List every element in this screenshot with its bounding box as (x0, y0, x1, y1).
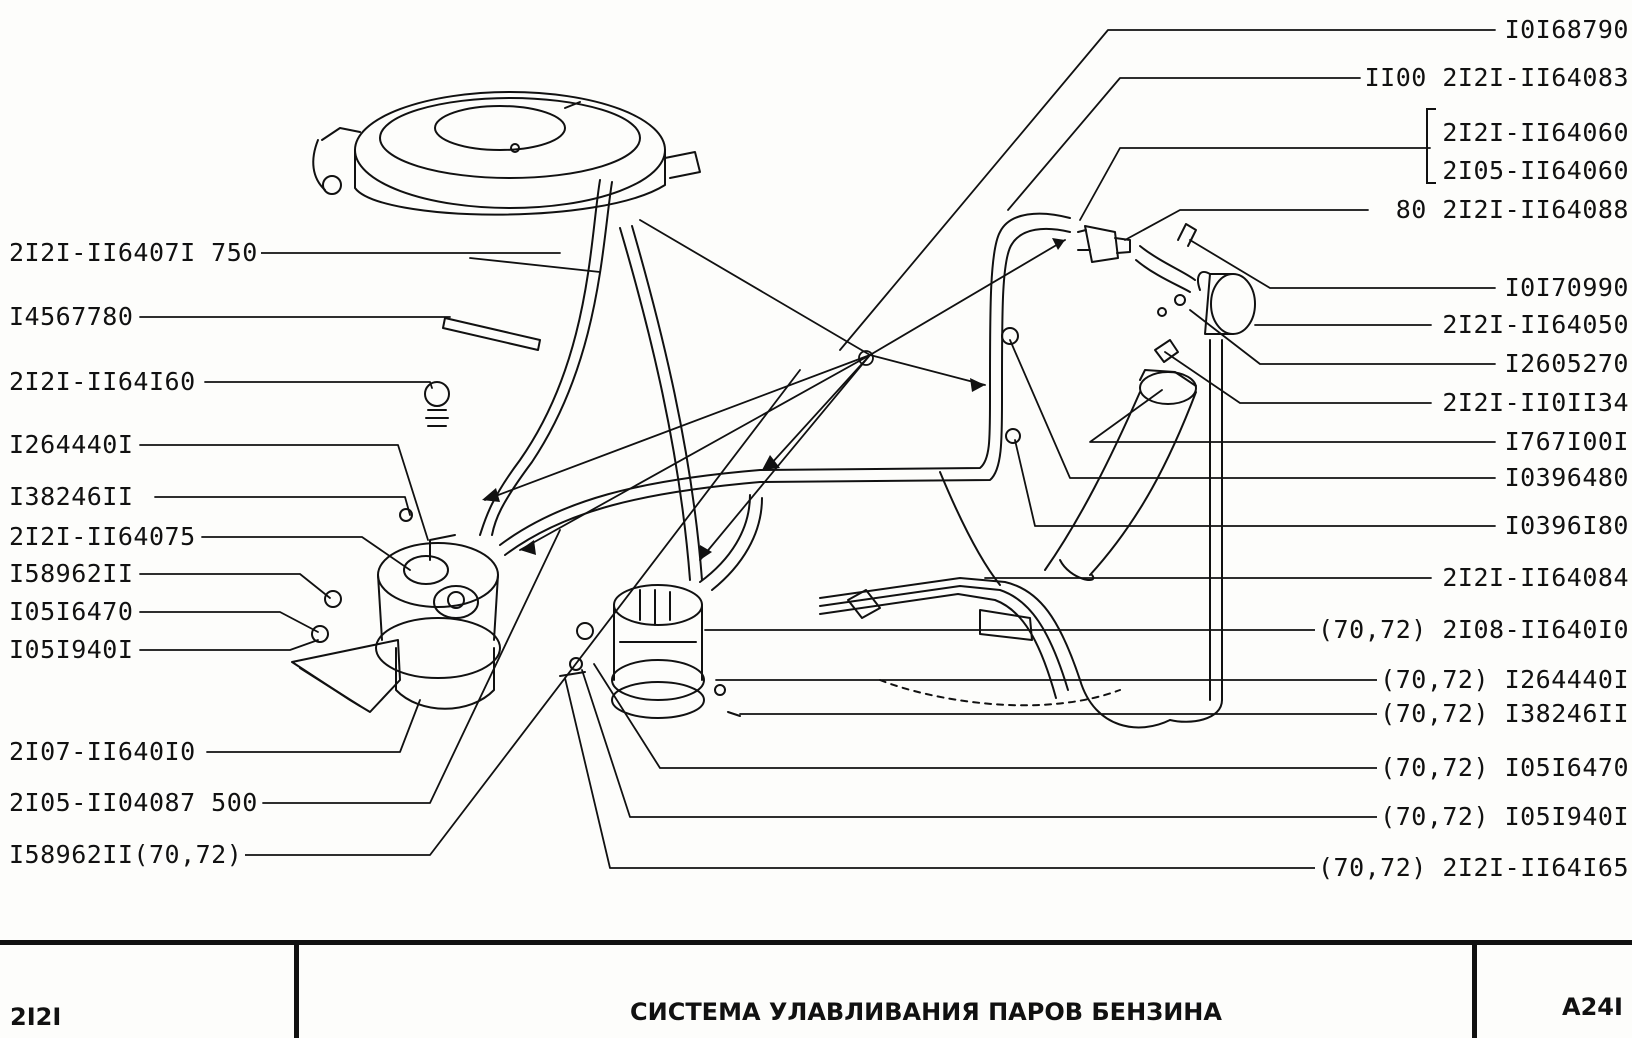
callout-10396480: I0396480 (1501, 463, 1632, 493)
callout-70-72-2108-1164010: (70,72) 2I08-II640I0 (1314, 615, 1632, 645)
separator-valve (1077, 223, 1256, 335)
small-parts (311, 294, 1186, 717)
gravity-valve-canister (611, 584, 705, 719)
callout-2121-1101134: 2I2I-II0II34 (1439, 388, 1632, 418)
callout-2121-1164071-750: 2I2I-II6407I 750 (6, 238, 261, 268)
title-block-divider-right (1472, 945, 1477, 1038)
callout-2121-1164160: 2I2I-II64I60 (6, 367, 199, 397)
arrowheads (482, 238, 1065, 560)
sheet-title: СИСТЕМА УЛАВЛИВАНИЯ ПАРОВ БЕНЗИНА (630, 998, 1222, 1026)
vapor-hoses (479, 179, 1196, 591)
callout-2121-1164060: 2I2I-II64060 (1439, 118, 1632, 148)
callout-80-2121-1164088: 80 2I2I-II64088 (1392, 195, 1632, 225)
callout-2121-1164084: 2I2I-II64084 (1439, 563, 1632, 593)
callout-70-72-13824611: (70,72) I38246II (1377, 699, 1632, 729)
sheet-number: A24I (1562, 993, 1623, 1021)
callout-15896211-70-72: I58962II(70,72) (6, 840, 246, 870)
callout-14567780: I4567780 (6, 302, 137, 332)
callout-2105-1104087-500: 2I05-II04087 500 (6, 788, 261, 818)
callout-70-72-12644401: (70,72) I264440I (1377, 665, 1632, 695)
alternative-bracket (1426, 108, 1436, 184)
leader-lines (139, 29, 1496, 869)
callout-2105-1164060: 2I05-II64060 (1439, 156, 1632, 186)
title-block-divider-left (294, 945, 299, 1038)
callout-10519401: I05I940I (6, 635, 137, 665)
callout-1100-2121-1164083: II00 2I2I-II64083 (1361, 63, 1632, 93)
model-number: 2I2I (10, 1003, 62, 1031)
title-block: 2I2I СИСТЕМА УЛАВЛИВАНИЯ ПАРОВ БЕНЗИНА A… (0, 940, 1632, 1038)
callout-12605270: I2605270 (1501, 349, 1632, 379)
callout-2107-1164010: 2I07-II640I0 (6, 737, 199, 767)
callout-15896211: I58962II (6, 559, 137, 589)
callout-10170990: I0I70990 (1501, 273, 1632, 303)
callout-2121-1164050: 2I2I-II64050 (1439, 310, 1632, 340)
adsorber-canister (291, 534, 501, 713)
callout-10516470: I05I6470 (6, 597, 137, 627)
callout-17671001: I767I00I (1501, 427, 1632, 457)
callout-70-72-10516470: (70,72) I05I6470 (1377, 753, 1632, 783)
air-filter-housing (312, 91, 701, 216)
fuel-lines (819, 471, 1171, 729)
fuel-filler-neck (1044, 339, 1223, 723)
callout-10168790: I0I68790 (1501, 15, 1632, 45)
callout-10396180: I0396I80 (1501, 511, 1632, 541)
callout-2121-1164075: 2I2I-II64075 (6, 522, 199, 552)
callout-12644401: I264440I (6, 430, 137, 460)
callout-70-72-2121-1164165: (70,72) 2I2I-II64I65 (1314, 853, 1632, 883)
callout-13824611: I38246II (6, 482, 137, 512)
callout-70-72-10519401: (70,72) I05I940I (1377, 802, 1632, 832)
